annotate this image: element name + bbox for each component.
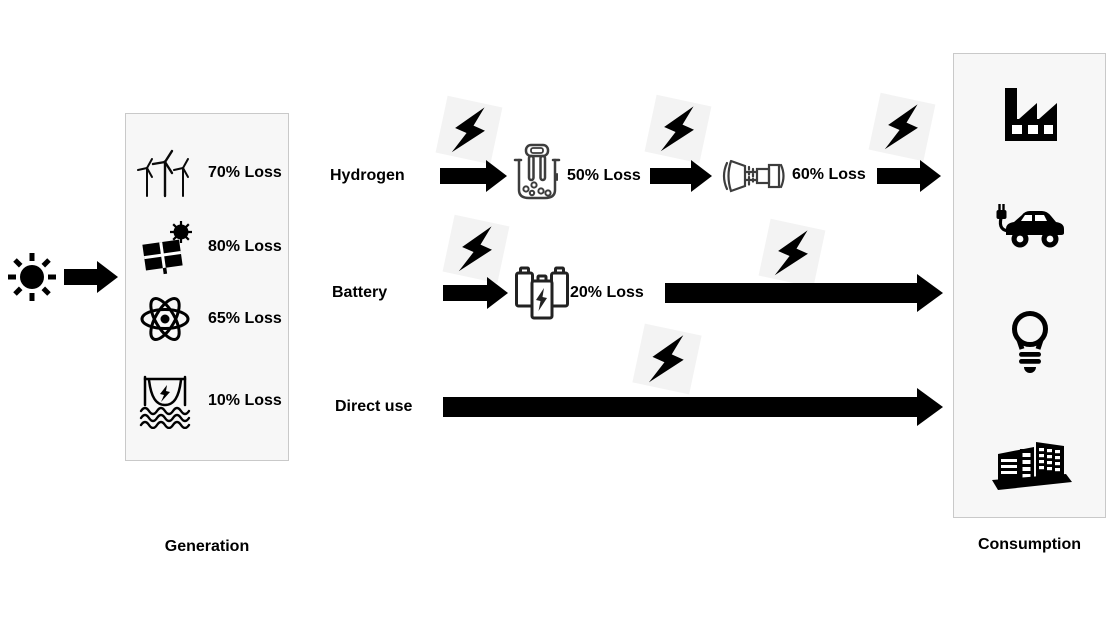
flow-arrow-long bbox=[665, 274, 943, 312]
flow-arrow bbox=[877, 160, 941, 192]
gas-turbine-icon bbox=[717, 156, 787, 201]
lightning-bolt-icon bbox=[435, 95, 503, 165]
solar-loss-label: 80% Loss bbox=[208, 238, 282, 255]
pathway-label-hydrogen: Hydrogen bbox=[330, 167, 405, 184]
electrolyzer-loss-label: 50% Loss bbox=[567, 167, 641, 184]
battery-pack-icon bbox=[513, 262, 571, 327]
factory-icon bbox=[997, 83, 1063, 148]
wind-loss-label: 70% Loss bbox=[208, 164, 282, 181]
lightning-bolt-icon bbox=[644, 94, 712, 164]
hydro-loss-label: 10% Loss bbox=[208, 392, 282, 409]
generation-panel: 70% Loss bbox=[125, 113, 289, 461]
flow-arrow bbox=[443, 277, 508, 309]
turbine-loss-label: 60% Loss bbox=[792, 166, 866, 183]
lightning-bolt-icon bbox=[868, 92, 936, 162]
generation-row-wind: 70% Loss bbox=[136, 141, 282, 205]
pathway-label-direct-use: Direct use bbox=[335, 398, 413, 415]
lightning-bolt-icon bbox=[632, 323, 702, 395]
office-buildings-icon bbox=[988, 430, 1072, 497]
generation-row-hydro: 10% Loss bbox=[136, 369, 282, 433]
battery-loss-label: 20% Loss bbox=[570, 284, 644, 301]
generation-row-solar: 80% Loss bbox=[136, 215, 282, 279]
electrolyzer-icon bbox=[511, 140, 563, 209]
sun-icon bbox=[6, 251, 58, 303]
light-bulb-icon bbox=[1007, 311, 1053, 380]
pathway-label-battery: Battery bbox=[332, 284, 388, 301]
consumption-caption: Consumption bbox=[977, 536, 1082, 553]
lightning-bolt-icon bbox=[442, 214, 510, 284]
nuclear-loss-label: 65% Loss bbox=[208, 310, 282, 327]
hydro-dam-icon bbox=[136, 373, 194, 429]
electric-car-icon bbox=[994, 201, 1066, 258]
solar-panel-icon bbox=[136, 219, 194, 275]
wind-turbines-icon bbox=[136, 146, 194, 200]
source-to-generation-arrow bbox=[64, 261, 118, 293]
consumption-panel bbox=[953, 53, 1106, 518]
flow-arrow-long bbox=[443, 388, 943, 426]
atom-icon bbox=[136, 290, 194, 348]
generation-row-nuclear: 65% Loss bbox=[136, 287, 282, 351]
generation-caption: Generation bbox=[164, 538, 250, 555]
flow-arrow bbox=[440, 160, 507, 192]
flow-arrow bbox=[650, 160, 712, 192]
lightning-bolt-icon bbox=[758, 218, 826, 288]
